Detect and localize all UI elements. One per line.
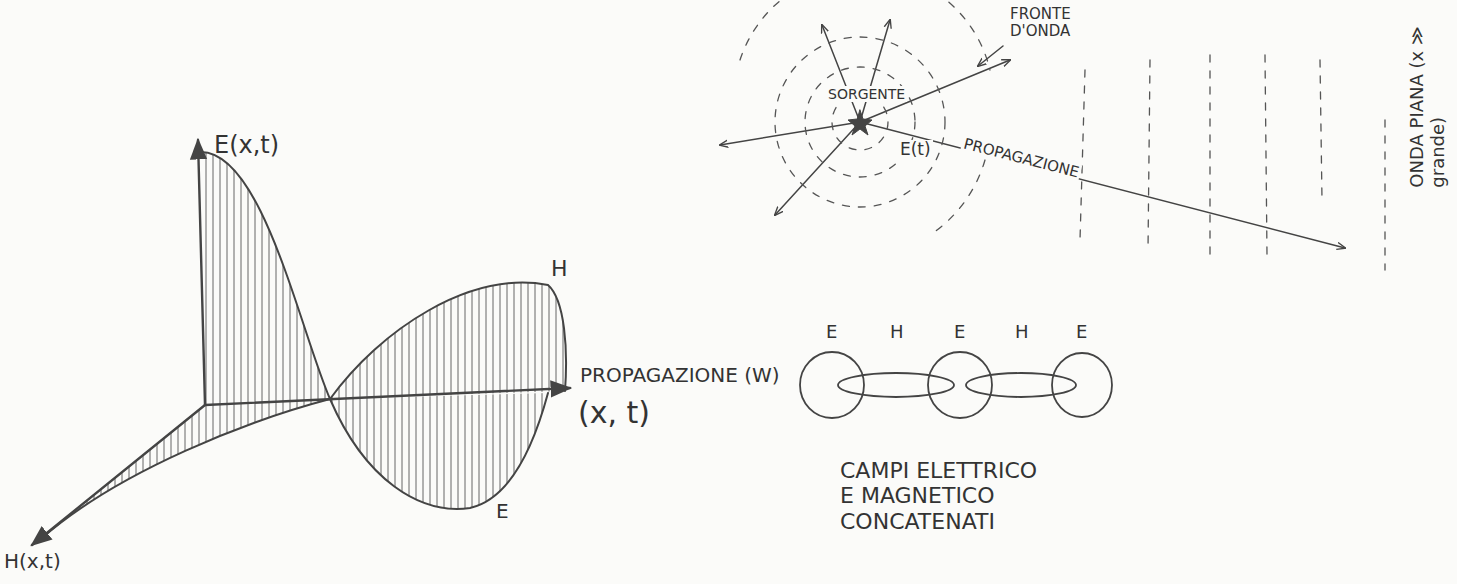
text-label: SORGENTE (826, 86, 907, 102)
text-label: H (551, 256, 568, 281)
text-label: E (826, 322, 837, 343)
text-label: PROPAGAZIONE (W) (580, 364, 780, 387)
text-label: CAMPI ELETTRICO E MAGNETICO CONCATENATI (840, 458, 1055, 534)
text-label: E(t) (898, 140, 933, 160)
text-label: ONDA PIANA (x ≫ grande) (1407, 12, 1448, 188)
text-label: FRONTE D'ONDA (1010, 6, 1100, 41)
text-label: H (890, 322, 904, 343)
text-label: H(x,t) (4, 550, 61, 573)
text-label: PROPAGAZIONE (960, 135, 1083, 182)
text-label: E (496, 500, 509, 523)
text-label: H (1015, 322, 1029, 343)
text-label: (x, t) (578, 396, 650, 431)
text-label: E(x,t) (214, 132, 279, 160)
text-label: E (1076, 322, 1087, 343)
text-label: E (954, 322, 965, 343)
